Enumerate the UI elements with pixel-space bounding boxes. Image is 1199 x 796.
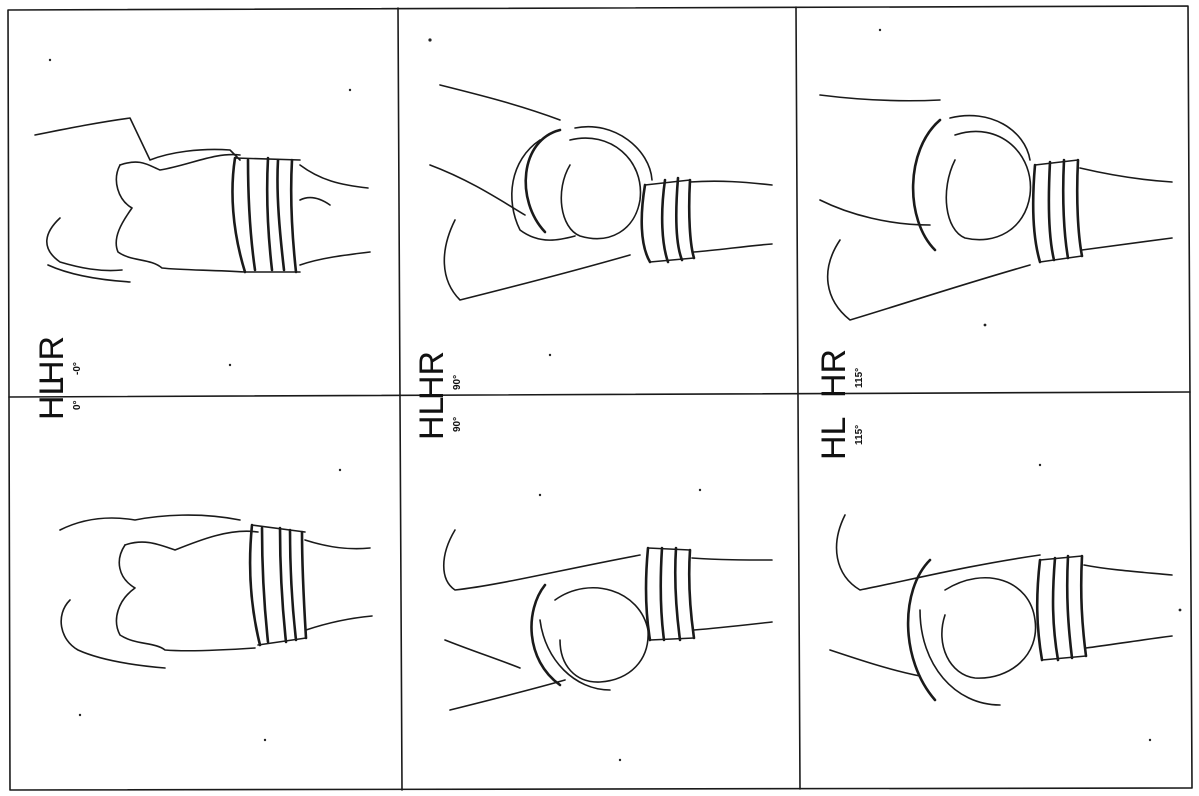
label-hl-90-name: HL (413, 397, 451, 440)
label-hl-115-angle-wrap: 115° (854, 425, 865, 445)
diagram-hr-90 (430, 85, 772, 300)
label-hr-115-angle: 115° (854, 368, 865, 388)
label-hl-0-angle: 0° (72, 400, 83, 410)
label-hl-90-angle-wrap: 90° (452, 417, 463, 432)
diagram-hl-115 (830, 515, 1172, 705)
label-hr-115: HR (815, 349, 853, 398)
label-hl-90: HL (413, 397, 451, 440)
label-hl-115: HL (815, 417, 853, 460)
label-hr-0: HR (33, 336, 71, 385)
panel-grid (8, 6, 1192, 790)
diagram-hl-90 (444, 530, 772, 710)
label-hl-90-angle: 90° (452, 417, 463, 432)
label-hr-90-name: HR (413, 351, 451, 400)
diagram-hr-115 (820, 95, 1172, 320)
label-hr-0-angle: -0° (72, 362, 83, 375)
label-hr-90-angle-wrap: 90° (452, 375, 463, 390)
diagram-hr-0 (35, 118, 370, 282)
label-hl-115-angle: 115° (854, 425, 865, 445)
label-hr-90-angle: 90° (452, 375, 463, 390)
diagram-hl-0 (60, 515, 372, 668)
label-hr-90: HR (413, 351, 451, 400)
label-hl-0-angle-wrap: 0° (72, 400, 83, 410)
label-hr-115-angle-wrap: 115° (854, 368, 865, 388)
label-hr-0-name: HR (33, 336, 71, 385)
label-hr-0-angle-wrap: -0° (72, 362, 83, 375)
label-hl-115-name: HL (815, 417, 853, 460)
label-hr-115-name: HR (815, 349, 853, 398)
